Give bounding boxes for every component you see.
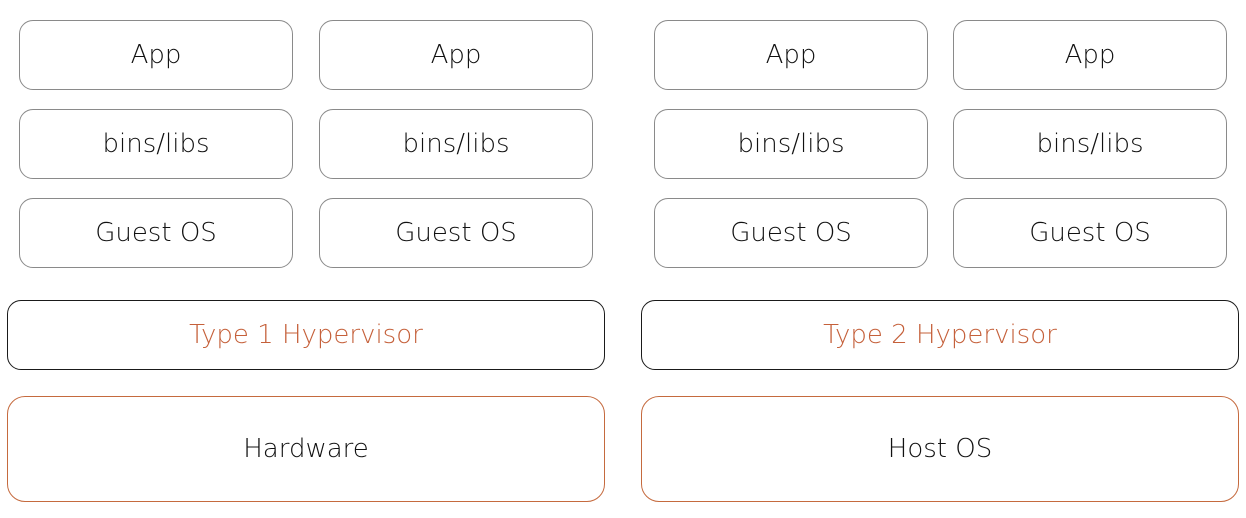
right-vm2-bins-label: bins/libs <box>1036 129 1144 159</box>
hardware-box: Hardware <box>7 396 605 502</box>
right-vm1-app-box: App <box>654 20 928 90</box>
right-vm1-bins-box: bins/libs <box>654 109 928 179</box>
left-vm2-app-box: App <box>319 20 593 90</box>
host-os-box: Host OS <box>641 396 1239 502</box>
left-vm1-app-box: App <box>19 20 293 90</box>
right-vm2-guest-os-box: Guest OS <box>953 198 1227 268</box>
right-vm1-app-label: App <box>765 40 817 70</box>
right-vm2-guest-os-label: Guest OS <box>1029 218 1151 248</box>
right-vm1-bins-label: bins/libs <box>737 129 845 159</box>
left-vm1-app-label: App <box>130 40 182 70</box>
type1-hypervisor-label: Type 1 Hypervisor <box>189 320 423 350</box>
right-vm1-guest-os-box: Guest OS <box>654 198 928 268</box>
right-vm2-app-box: App <box>953 20 1227 90</box>
right-vm2-app-label: App <box>1064 40 1116 70</box>
left-vm2-bins-label: bins/libs <box>402 129 510 159</box>
left-vm1-bins-label: bins/libs <box>102 129 210 159</box>
type1-hypervisor-box: Type 1 Hypervisor <box>7 300 605 370</box>
right-vm2-bins-box: bins/libs <box>953 109 1227 179</box>
left-vm2-app-label: App <box>430 40 482 70</box>
type2-hypervisor-label: Type 2 Hypervisor <box>823 320 1057 350</box>
hardware-label: Hardware <box>243 434 369 464</box>
left-vm2-guest-os-label: Guest OS <box>395 218 517 248</box>
right-vm1-guest-os-label: Guest OS <box>730 218 852 248</box>
left-vm2-guest-os-box: Guest OS <box>319 198 593 268</box>
host-os-label: Host OS <box>887 434 993 464</box>
left-vm1-guest-os-box: Guest OS <box>19 198 293 268</box>
left-vm1-bins-box: bins/libs <box>19 109 293 179</box>
left-vm1-guest-os-label: Guest OS <box>95 218 217 248</box>
left-vm2-bins-box: bins/libs <box>319 109 593 179</box>
type2-hypervisor-box: Type 2 Hypervisor <box>641 300 1239 370</box>
